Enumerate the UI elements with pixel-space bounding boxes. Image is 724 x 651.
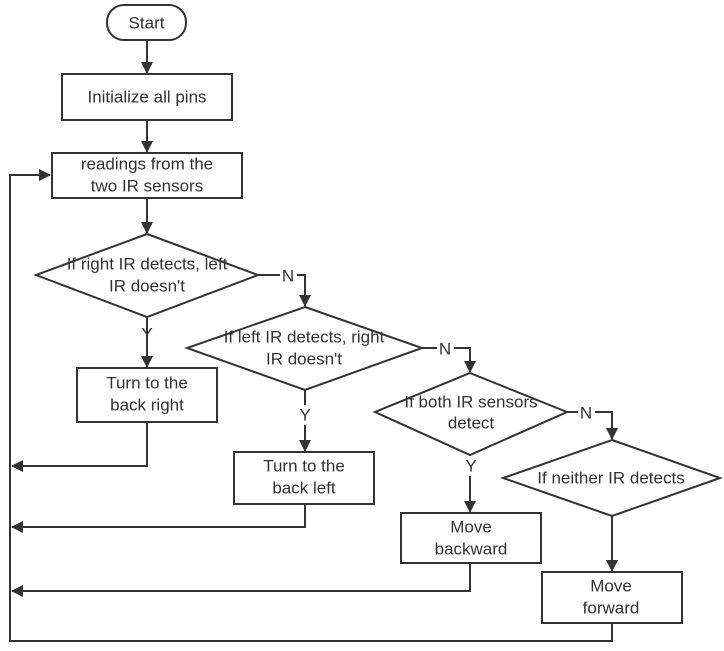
no-label-decision2: N — [439, 340, 451, 359]
read-sensors-process-shape — [51, 152, 243, 199]
node-decision-both: If both IR sensors detect — [372, 371, 570, 457]
move-backward-label-line1: Move — [450, 518, 492, 537]
turn-back-right-label-line2: back right — [110, 396, 184, 415]
move-forward-label-line1: Move — [590, 577, 632, 596]
node-move-forward: Move forward — [541, 571, 683, 624]
read-sensors-label-line1: readings from the — [81, 155, 213, 174]
move-backward-label-line2: backward — [435, 540, 508, 559]
no-label-decision3: N — [580, 404, 592, 423]
edge-action4-return-loop — [9, 169, 613, 642]
decision-left-only-label-line1: If left IR detects, right — [224, 328, 385, 347]
decision-left-only-shape — [183, 305, 425, 392]
node-turn-back-right: Turn to the back right — [76, 367, 218, 423]
decision-right-only-shape — [33, 232, 261, 319]
node-start: Start — [106, 4, 187, 41]
move-forward-process-shape — [541, 571, 683, 624]
turn-back-left-label-line1: Turn to the — [263, 457, 345, 476]
no-label-decision1: N — [282, 267, 294, 286]
initialize-process-shape — [61, 73, 233, 121]
decision-right-only-label-line1: If right IR detects, left — [67, 255, 228, 274]
start-label: Start — [129, 14, 165, 33]
node-decision-neither: If neither IR detects — [499, 438, 724, 518]
yes-label-decision1: Y — [141, 325, 152, 344]
turn-back-right-process-shape — [76, 367, 218, 423]
edge-action3-return — [11, 563, 471, 597]
node-move-backward: Move backward — [400, 512, 542, 564]
node-decision-right-only: If right IR detects, left IR doesn't — [33, 232, 261, 319]
decision-neither-shape — [499, 438, 724, 518]
edge-action1-return — [11, 422, 148, 472]
read-sensors-label-line2: two IR sensors — [91, 177, 203, 196]
start-terminal-shape — [106, 4, 187, 41]
decision-both-label-line1: If both IR sensors — [404, 393, 537, 412]
node-read-sensors: readings from the two IR sensors — [51, 152, 243, 199]
decision-both-shape — [372, 371, 570, 457]
yes-label-decision3: Y — [465, 457, 476, 476]
decision-left-only-label-line2: IR doesn't — [266, 350, 342, 369]
yes-label-decision2: Y — [299, 406, 310, 425]
decision-neither-label: If neither IR detects — [537, 469, 684, 488]
node-decision-left-only: If left IR detects, right IR doesn't — [183, 305, 425, 392]
turn-back-left-process-shape — [233, 451, 375, 505]
node-turn-back-left: Turn to the back left — [233, 451, 375, 505]
turn-back-left-label-line2: back left — [272, 479, 336, 498]
turn-back-right-label-line1: Turn to the — [106, 374, 188, 393]
initialize-label: Initialize all pins — [87, 88, 206, 107]
edge-decision1-no — [258, 274, 311, 307]
edge-action2-return — [11, 504, 306, 533]
move-backward-process-shape — [400, 512, 542, 564]
decision-right-only-label-line2: IR doesn't — [109, 277, 185, 296]
decision-both-label-line2: detect — [448, 414, 495, 433]
branch-labels: N Y N Y N Y — [141, 266, 595, 476]
move-forward-label-line2: forward — [583, 599, 640, 618]
node-initialize: Initialize all pins — [61, 73, 233, 121]
